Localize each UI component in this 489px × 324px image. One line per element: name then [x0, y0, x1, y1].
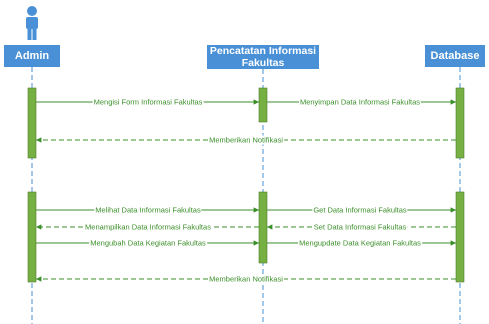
activation-database-1: [455, 87, 465, 159]
lifeline-header-database: Database: [425, 45, 485, 67]
activation-admin-1: [27, 87, 37, 159]
lifeline-label-database: Database: [430, 50, 480, 62]
activation-pencatatan-1: [258, 87, 268, 123]
message-label: Set Data Informasi Fakultas: [312, 222, 408, 232]
activation-pencatatan-2: [258, 191, 268, 264]
activation-admin-2: [27, 191, 37, 283]
lifeline-header-pencatatan: Pencatatan Informasi Fakultas: [207, 45, 319, 69]
lifeline-label-admin: Admin: [14, 50, 50, 62]
message-label: Get Data Informasi Fakultas: [312, 205, 408, 215]
user-icon: [26, 6, 38, 40]
message-label: Menampilkan Data Informasi Fakultas: [84, 222, 212, 232]
message-label: Mengisi Form Informasi Fakultas: [92, 97, 204, 107]
message-label: Mengubah Data Kegiatan Fakultas: [89, 238, 207, 248]
activation-database-2: [455, 191, 465, 283]
message-label: Menyimpan Data Informasi Fakultas: [298, 97, 422, 107]
message-label: Melihat Data Informasi Fakultas: [94, 205, 202, 215]
lifeline-label-pencatatan: Pencatatan Informasi Fakultas: [209, 45, 317, 69]
lifeline-header-admin: Admin: [4, 45, 60, 67]
message-label: Memberikan Notifikasi: [208, 274, 284, 284]
message-label: Memberikan Notifikasi: [208, 135, 284, 145]
message-label: Mengupdate Data Kegiatan Fakultas: [298, 238, 422, 248]
